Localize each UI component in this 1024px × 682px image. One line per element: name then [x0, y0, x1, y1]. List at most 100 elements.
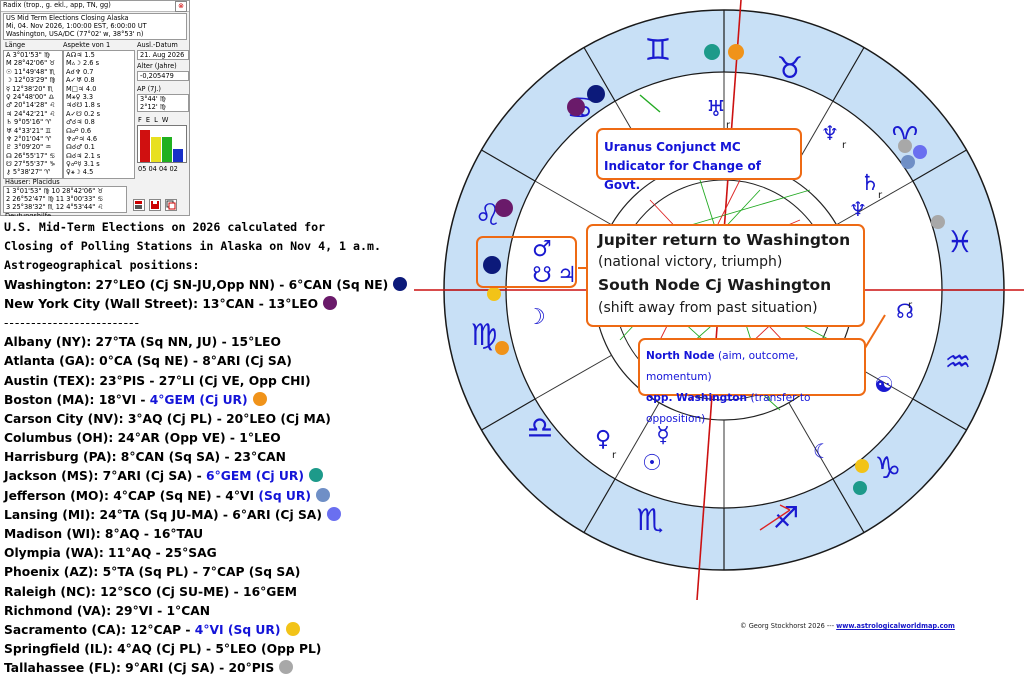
- planet-row[interactable]: A 3°01'53" ♍: [6, 51, 50, 59]
- save-icon[interactable]: [149, 199, 161, 211]
- planet-row[interactable]: ♂ 20°14'28" ♌: [6, 101, 56, 110]
- aspect-row[interactable]: ☊☌♂ 0.1: [66, 143, 95, 152]
- city-highlight-text: 6°GEM (Cj UR): [206, 469, 304, 484]
- aspect-row[interactable]: M□♃ 4.0: [66, 84, 97, 93]
- marker-nyc-2: [495, 199, 513, 217]
- city-color-dot: [252, 391, 267, 406]
- aspect-row[interactable]: ♆☍♃ 4.6: [66, 134, 98, 143]
- north-node-callout: North Node (aim, outcome, momentum) opp.…: [638, 338, 866, 425]
- city-position-text: Carson City (NV): 3°AQ (Cj PL) - 20°LEO …: [4, 411, 331, 426]
- city-position-text: Richmond (VA): 29°VI - 1°CAN: [4, 603, 211, 618]
- marker-lansing: [913, 145, 927, 159]
- city-row: Richmond (VA): 29°VI - 1°CAN: [4, 602, 407, 621]
- retro-marker: r: [842, 140, 847, 151]
- info-line-1: US Mid Term Elections Closing Alaska: [6, 14, 129, 22]
- planet-row[interactable]: ♇ 3°09'20" ♒: [6, 143, 52, 152]
- city-position-text: Phoenix (AZ): 5°TA (Sq PL) - 7°CAP (Sq S…: [4, 565, 301, 580]
- city-row: Jefferson (MO): 4°CAP (Sq NE) - 4°VI (Sq…: [4, 487, 407, 506]
- list-title-2: Closing of Polling Stations in Alaska on…: [4, 239, 381, 254]
- planet-position-list[interactable]: A 3°01'53" ♍M 28°42'06" ♉☉ 11°49'48" ♏☽ …: [3, 50, 63, 179]
- city-highlight-text: 4°GEM (Cj UR): [149, 392, 248, 407]
- aspect-row[interactable]: A☌♆ 0.7: [66, 67, 94, 76]
- panel-title: Radix (trop., g. ekl., app, TN, gg): [3, 1, 111, 9]
- planet-row[interactable]: ♀ 24°48'00" ♎: [6, 92, 55, 101]
- planet-row[interactable]: ♆ 2°01'04" ♈: [6, 134, 52, 143]
- print-icon[interactable]: [133, 199, 145, 211]
- alter-field[interactable]: -0,205479: [137, 71, 189, 81]
- planet-row[interactable]: ☊ 26°55'17" ♋: [6, 151, 56, 160]
- website-link[interactable]: www.astrologicalworldmap.com: [836, 622, 955, 630]
- ausl-date-field[interactable]: 21. Aug 2026: [137, 50, 189, 60]
- aspect-row[interactable]: A✓♅ 0.8: [66, 76, 95, 85]
- ap-label: AP (7J.): [137, 85, 161, 93]
- city-row: Atlanta (GA): 0°CA (Sq NE) - 8°ARI (Cj S…: [4, 352, 407, 371]
- red-arrow-marks: [759, 504, 791, 531]
- close-icon[interactable]: ⊗: [175, 1, 187, 12]
- city-row: Springfield (IL): 4°AQ (Cj PL) - 5°LEO (…: [4, 640, 407, 659]
- element-bar-chart: [137, 125, 187, 163]
- aspect-row[interactable]: ☊☌♃ 2.1 s: [66, 151, 101, 160]
- aspect-row[interactable]: M⚹♀ 3.3: [66, 92, 94, 101]
- marker-boston: [728, 44, 744, 60]
- city-row: Jackson (MS): 7°ARI (Cj SA) - 6°GEM (Cj …: [4, 467, 407, 486]
- neptune-icon: ♆: [849, 197, 867, 221]
- mercury-icon: ☿: [656, 423, 670, 448]
- city-color-dot: [326, 506, 341, 521]
- jupiter-return-title: Jupiter return to Washington: [598, 231, 851, 249]
- washington-text: Washington: 27°LEO (Cj SN-JU,Opp NN) - 6…: [4, 277, 389, 292]
- planet-row[interactable]: ☽ 12°03'29" ♍: [6, 76, 56, 85]
- planet-row[interactable]: ☉ 11°49'48" ♏: [6, 67, 56, 76]
- aspect-row[interactable]: M▵☽ 2.6 s: [66, 59, 100, 68]
- marker-washington: [587, 85, 605, 103]
- retro-marker: r: [726, 120, 731, 131]
- credit-text: © Georg Stockhorst 2026 ---: [740, 622, 837, 630]
- copy-icon[interactable]: [165, 199, 177, 211]
- jupiter-icon: ♃: [557, 263, 577, 288]
- city-positions-list: U.S. Mid-Term Elections on 2026 calculat…: [4, 218, 408, 679]
- city-position-text: Raleigh (NC): 12°SCO (Cj SU-ME) - 16°GEM: [4, 584, 298, 599]
- sun-icon: ☉: [642, 451, 662, 476]
- virgo-sign-icon: ♍: [471, 318, 498, 353]
- aspect-row[interactable]: ♂☌♃ 0.8: [66, 118, 95, 127]
- city-position-text: Harrisburg (PA): 8°CAN (Sq SA) - 23°CAN: [4, 450, 286, 465]
- green-arrow-marks: [639, 94, 661, 113]
- pisces-sign-icon: ♓: [947, 225, 974, 260]
- marker-sacramento-2: [855, 459, 869, 473]
- venus-icon: ♀: [595, 427, 611, 452]
- marker-nyc: [567, 98, 585, 116]
- city-position-text: Austin (TEX): 23°PIS - 27°LI (Cj VE, Opp…: [4, 373, 311, 388]
- chiron-icon: ☯: [874, 373, 894, 398]
- aspect-row[interactable]: ☊☍ 0.6: [66, 126, 92, 135]
- planet-row[interactable]: ♅ 4°33'21" ♊: [6, 126, 52, 135]
- city-row: Sacramento (CA): 12°CAP - 4°VI (Sq UR): [4, 621, 407, 640]
- city-color-dot: [316, 487, 331, 502]
- planet-row[interactable]: ⚷ 5°38'27" ♈: [6, 168, 51, 177]
- aspect-row[interactable]: ♀⚹☽ 4.5: [66, 168, 94, 177]
- aspect-row[interactable]: ♃☌☋ 1.8 s: [66, 101, 101, 110]
- libra-sign-icon: ♎: [527, 411, 554, 446]
- uranus-callout: Uranus Conjunct MC Indicator for Change …: [596, 128, 802, 192]
- planet-row[interactable]: ♃ 24°42'21" ♌: [6, 109, 56, 118]
- city-row: Columbus (OH): 24°AR (Opp VE) - 1°LEO: [4, 429, 407, 448]
- opp-washington-desc: (transfer to opposition): [646, 392, 811, 425]
- taurus-sign-icon: ♉: [777, 51, 804, 86]
- header-ausl: Ausl.-Datum: [137, 41, 178, 49]
- node-icon-upper: ♆: [821, 121, 839, 145]
- city-position-text: Sacramento (CA): 12°CAP -: [4, 622, 195, 637]
- planet-row[interactable]: M 28°42'06" ♉: [6, 59, 56, 68]
- aspect-row[interactable]: ♀☍☿ 3.1 s: [66, 160, 100, 169]
- north-node-desc: (aim, outcome, momentum): [646, 350, 799, 383]
- city-row: Carson City (NV): 3°AQ (Cj PL) - 20°LEO …: [4, 410, 407, 429]
- nyc-line: New York City (Wall Street): 13°CAN - 13…: [4, 295, 407, 314]
- planet-glyphs: ♅ ♆ ♄ ♆ ♂ ☋ ♃ ☽ ☊ ☯ ♀ ☿ ☉ ☾ r r r r r: [526, 97, 914, 476]
- planet-row[interactable]: ☋ 27°55'37" ♑: [6, 160, 56, 169]
- city-row: Tallahassee (FL): 9°ARI (Cj SA) - 20°PIS: [4, 659, 407, 678]
- chart-info-box: US Mid Term Elections Closing Alaska Mi,…: [3, 13, 187, 40]
- city-row: Olympia (WA): 11°AQ - 25°SAG: [4, 544, 407, 563]
- planet-row[interactable]: ☿ 12°38'20" ♏: [6, 84, 54, 93]
- planet-row[interactable]: ♄ 9°05'16" ♈: [6, 118, 52, 127]
- aspect-row[interactable]: A☊♃ 1.5: [66, 51, 95, 59]
- aspect-row[interactable]: A✓☋ 0.2 s: [66, 109, 101, 118]
